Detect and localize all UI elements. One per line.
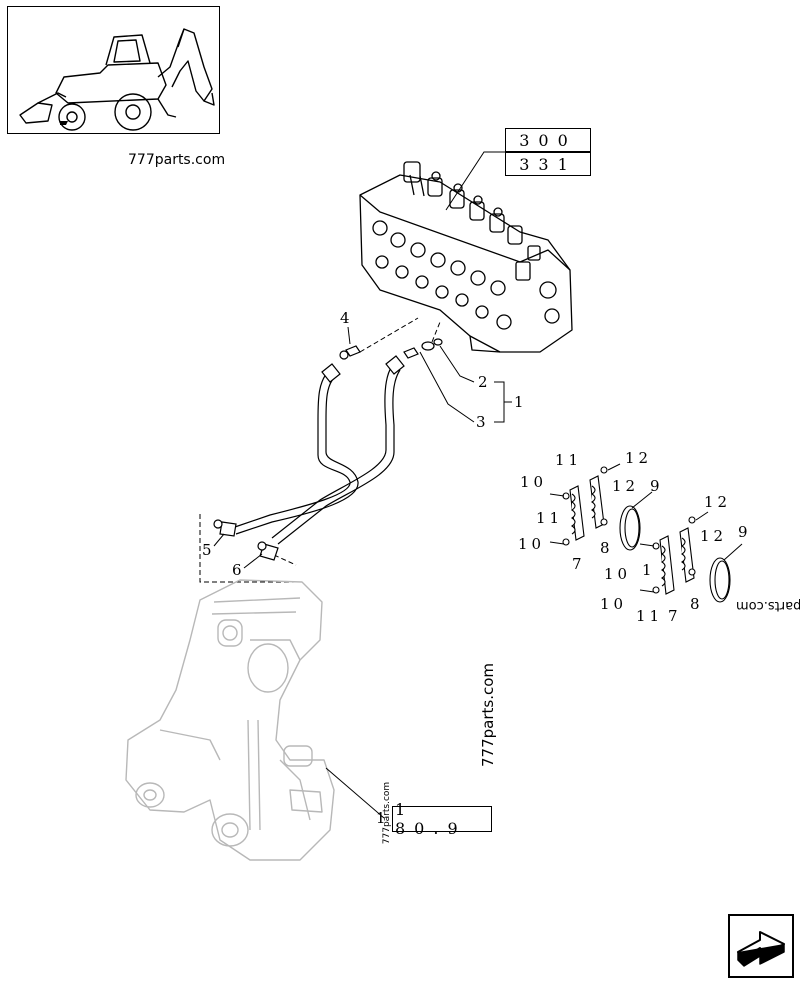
backhoe-loader-icon: [19, 28, 215, 131]
callout-12-d: 12: [700, 527, 728, 545]
callout-7-a: 7: [572, 555, 586, 573]
callout-11-c: 11: [636, 607, 664, 625]
callout-8-b: 8: [690, 595, 704, 613]
bracket-ref-box: 1 80.9: [392, 800, 492, 838]
callout-7-b: 7: [668, 607, 682, 625]
callout-12-a: 12: [625, 449, 653, 467]
watermark-1: 777parts.com: [128, 152, 226, 168]
callout-10-a: 10: [520, 473, 548, 491]
machine-thumbnail: [7, 6, 220, 134]
callout-10-d: 10: [600, 595, 628, 613]
watermark-3: 777parts.com: [382, 781, 393, 845]
callout-9-b: 9: [738, 523, 752, 541]
hose-clamp-group-b: [639, 516, 731, 603]
valve-ref-box-2: 331: [505, 152, 591, 176]
callout-12-b: 12: [612, 477, 640, 495]
valve-ref-2-text: 331: [519, 154, 577, 174]
callout-10-c: 10: [604, 565, 632, 583]
callout-11-a: 11: [555, 451, 583, 469]
control-valve-block: [359, 161, 573, 353]
watermark-2: 777parts.com: [479, 662, 498, 768]
callout-12-c: 12: [704, 493, 732, 511]
callout-3: 3: [476, 413, 490, 431]
callout-1-b: 1: [376, 809, 390, 827]
callout-6: 6: [232, 561, 246, 579]
callout-1: 1: [514, 393, 528, 411]
callout-9-a: 9: [650, 477, 664, 495]
bracket-ref-text: 1 80.9: [395, 800, 467, 838]
callout-8-a: 8: [600, 539, 614, 557]
callout-1-a: 1: [642, 561, 656, 579]
next-page-arrow-icon: [737, 931, 785, 967]
valve-ref-1-text: 300: [519, 130, 577, 150]
callout-5: 5: [202, 541, 216, 559]
callout-2: 2: [478, 373, 492, 391]
valve-ref-box-1: 300: [505, 128, 591, 152]
watermark-4: parts.com: [736, 598, 800, 613]
mounting-bracket: [125, 579, 335, 861]
callout-4: 4: [340, 309, 354, 327]
callout-10-b: 10: [518, 535, 546, 553]
hose-clamp-group-a: [549, 466, 641, 551]
callout-11-b: 11: [536, 509, 564, 527]
next-page-button[interactable]: [728, 914, 794, 978]
